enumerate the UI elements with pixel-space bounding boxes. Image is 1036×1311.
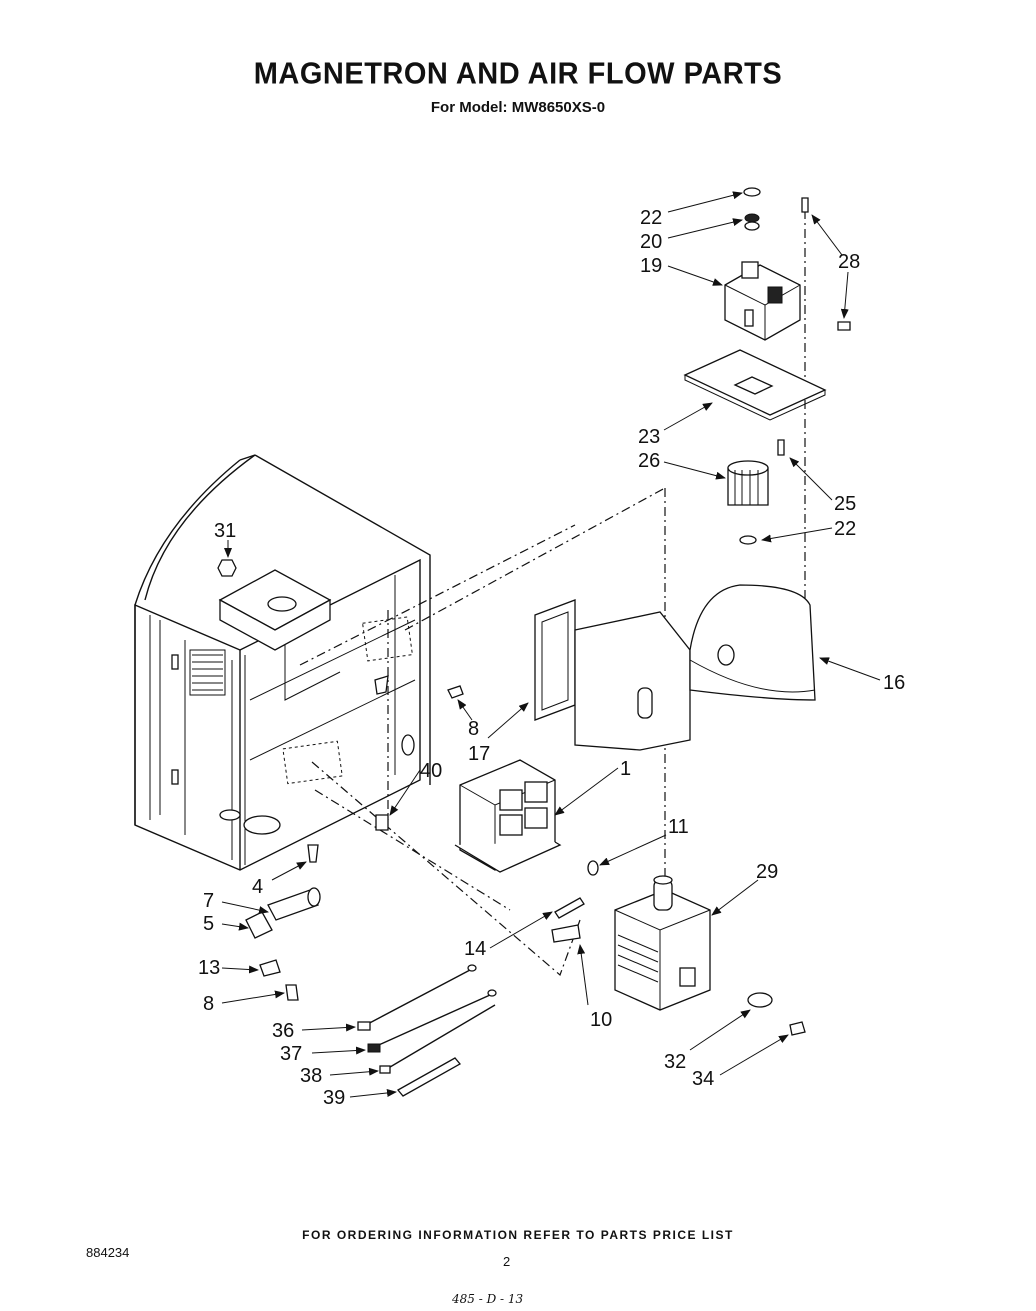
- callout-5: 5: [203, 913, 214, 935]
- small-parts: [217, 559, 806, 1097]
- callout-38: 38: [300, 1065, 322, 1087]
- handwritten-note: 485 - D - 13: [452, 1292, 524, 1306]
- callout-34: 34: [692, 1068, 714, 1090]
- callout-8-lower: 8: [203, 993, 214, 1015]
- page-title: MAGNETRON AND AIR FLOW PARTS: [253, 57, 783, 91]
- callout-1: 1: [620, 758, 631, 780]
- grille-pattern: [189, 649, 226, 696]
- ordering-info-footer: FOR ORDERING INFORMATION REFER TO PARTS …: [302, 1228, 734, 1242]
- callout-10: 10: [590, 1009, 612, 1031]
- callout-7: 7: [203, 890, 214, 912]
- callout-20: 20: [640, 231, 662, 253]
- callout-11: 11: [668, 816, 689, 838]
- callout-32: 32: [664, 1051, 686, 1073]
- air-duct-drawing: [534, 584, 816, 751]
- callout-29: 29: [756, 861, 778, 883]
- leader-arrows: [221, 191, 881, 1098]
- document-number: 884234: [86, 1245, 130, 1260]
- model-subtitle: For Model: MW8650XS-0: [430, 99, 606, 116]
- page-number: 2: [503, 1254, 511, 1269]
- callout-26: 26: [638, 450, 660, 472]
- callout-labels: 22 20 19 28 23 26 25 22 31 16 8 17 1 40 …: [198, 207, 905, 1109]
- callout-25: 25: [834, 493, 856, 515]
- fan-motor-assembly: [683, 187, 851, 545]
- magnetron-drawing: [614, 875, 711, 1011]
- callout-8-upper: 8: [468, 718, 479, 740]
- cabinet-drawing: [134, 454, 431, 871]
- callout-14: 14: [464, 938, 486, 960]
- callout-16: 16: [883, 672, 905, 694]
- callout-36: 36: [272, 1020, 294, 1042]
- callout-23: 23: [638, 426, 660, 448]
- callout-40: 40: [420, 760, 442, 782]
- callout-17: 17: [468, 743, 490, 765]
- callout-4: 4: [252, 876, 263, 898]
- callout-28: 28: [838, 251, 860, 273]
- callout-22-bottom: 22: [834, 518, 856, 540]
- transformer-drawing: [454, 759, 562, 873]
- callout-13: 13: [198, 957, 220, 979]
- callout-31: 31: [214, 520, 236, 542]
- callout-19: 19: [640, 255, 662, 277]
- callout-37: 37: [280, 1043, 302, 1065]
- callout-22-top: 22: [640, 207, 662, 229]
- callout-39: 39: [323, 1087, 345, 1109]
